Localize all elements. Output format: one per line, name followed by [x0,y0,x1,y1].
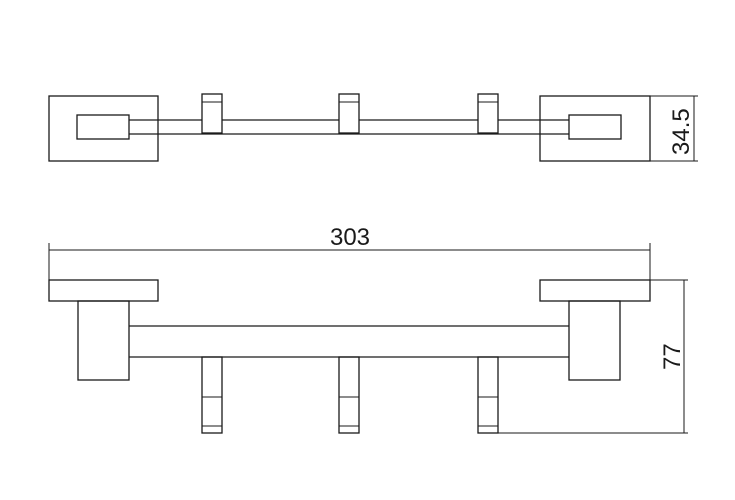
front-view-left-flange [48,279,159,302]
front-view-hook-3 [477,356,499,434]
top-view: 34.5 [48,93,698,162]
top-view-hook-1 [201,93,223,134]
height-dimension: 77 [498,279,688,434]
height-dimension-label: 77 [659,343,686,370]
top-view-right-plate [539,95,651,162]
front-view-right-flange [539,279,651,302]
front-view-hook-1 [201,356,223,434]
top-view-left-mount [76,114,130,140]
width-dimension-label: 303 [330,224,370,251]
width-dimension: 303 [48,224,651,280]
depth-dimension-label: 34.5 [668,108,695,155]
top-view-hook-3 [477,93,499,134]
front-view-hook-2 [338,356,360,434]
top-view-hook-2 [338,93,360,134]
front-view-left-block [77,300,130,381]
depth-dimension: 34.5 [650,95,698,162]
front-view-right-block [568,300,621,381]
top-view-left-plate [48,95,159,162]
top-view-right-mount [568,114,622,140]
front-view: 303 77 [48,224,688,434]
